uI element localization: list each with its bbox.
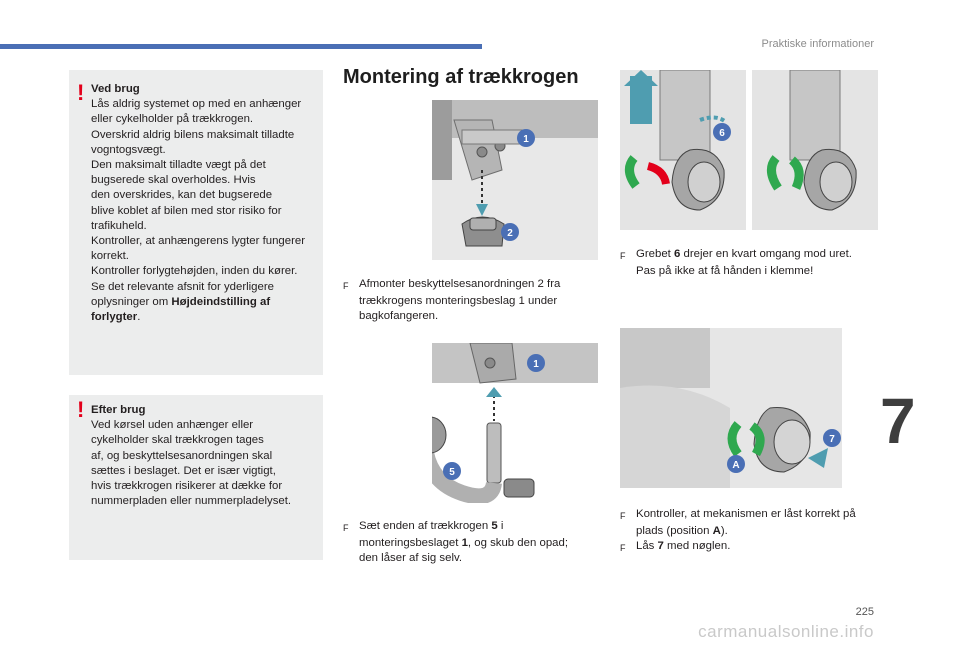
warning-line: hvis trækkrogen risikerer at dække for [91, 480, 283, 493]
step-text: Afmonter beskyttelsesanordningen 2 fra [359, 278, 561, 290]
warning-line: Overskrid aldrig bilens maksimalt tillad… [91, 128, 295, 141]
callout-label: 5 [449, 467, 455, 478]
step-text: Kontroller, at mekanismen er låst korrek… [636, 508, 856, 520]
callout-1 [527, 354, 545, 372]
step-text: monteringsbeslaget [359, 537, 462, 550]
warning-box-after-use: ! Efter brug Ved kørsel uden anhænger el… [69, 395, 323, 560]
step-rotate-lever: F Grebet 6 drejer en kvart omgang mod ure… [620, 247, 878, 279]
callout-6 [713, 123, 731, 141]
cross-reference-link[interactable]: Højdeindstilling af [171, 295, 271, 308]
warning-line: den overskrides, kan det bugserede [91, 189, 273, 202]
warning-line: Kontroller forlygtehøjden, inden du køre… [91, 265, 298, 278]
figure-lock-key: 7 A [620, 328, 842, 488]
callout-label: A [732, 460, 739, 471]
bullet-icon: F [620, 543, 626, 554]
step-text: med nøglen. [663, 540, 731, 553]
callout-label: 1 [523, 134, 529, 145]
warning-line: sættes i beslaget. Det er især vigtigt, [91, 464, 276, 477]
step-ref: 5 [491, 520, 498, 532]
warning-line: af, og beskyttelsesanordningen skal [91, 449, 273, 462]
cross-reference-link[interactable]: forlygter [91, 311, 138, 324]
figure-remove-cap: 1 2 [432, 100, 598, 260]
step-text: Sæt enden af trækkrogen [359, 520, 492, 532]
callout-label: 1 [533, 359, 539, 370]
step-text: Pas på ikke at få hånden i klemme! [636, 265, 814, 278]
warning-line: nummerpladen eller nummerpladelyset. [91, 495, 292, 508]
warning-line: trafikuheld. [91, 219, 147, 232]
warning-title: Efter brug [91, 404, 146, 416]
step-ref: 7 [657, 540, 664, 553]
step-ref: 1 [461, 537, 468, 550]
step-text: Grebet [636, 248, 674, 260]
warning-line: Kontroller, at anhængerens lygter funger… [91, 235, 306, 248]
callout-7 [823, 429, 841, 447]
warning-line: Se det relevante afsnit for yderligere [91, 280, 274, 293]
warning-text: oplysninger om [91, 295, 169, 308]
step-text: , og skub den opad; [467, 537, 568, 550]
warning-line: Den maksimalt tilladte vægt på det [91, 159, 266, 172]
warning-line: forlygter. [91, 310, 317, 325]
warning-line: Ved kørsel uden anhænger eller [91, 419, 254, 432]
step-text: drejer en kvart omgang mod uret. [680, 248, 852, 260]
callout-2 [501, 223, 519, 241]
warning-box-usage: ! Ved brug Lås aldrig systemet op med en… [69, 70, 323, 375]
callout-5 [443, 462, 461, 480]
bullet-icon: F [620, 251, 626, 261]
callout-A [727, 455, 745, 473]
bullet-icon: F [343, 281, 349, 291]
warning-line: oplysninger om Højdeindstilling af [91, 295, 317, 310]
callout-label: 7 [829, 434, 835, 445]
warning-line: blive koblet af bilen med stor risiko fo… [91, 204, 282, 217]
bullet-icon: F [620, 511, 626, 521]
warning-line: bugserede skal overholdes. Hvis [91, 174, 256, 187]
step-ref: 6 [674, 248, 681, 260]
step-text: bagkofangeren. [359, 310, 439, 323]
running-head: Praktiske informationer [761, 38, 875, 50]
bullet-icon: F [343, 523, 349, 533]
section-title: Montering af trækkrogen [343, 66, 579, 88]
step-check-lock: F Kontroller, at mekanismen er låst korre… [620, 507, 878, 557]
callout-label: 2 [507, 228, 513, 239]
callout-label: 6 [719, 128, 725, 139]
callout-1 [517, 129, 535, 147]
figure-rotate-lever: 6 [620, 70, 878, 230]
step-text: trækkrogens monteringsbeslag 1 under [359, 295, 558, 308]
warning-icon: ! [77, 80, 85, 105]
step-text: den låser af sig selv. [359, 552, 462, 565]
warning-line: korrekt. [91, 250, 129, 263]
warning-line: eller cykelholder på trækkrogen. [91, 113, 254, 126]
page-number: 225 [855, 606, 874, 618]
step-text: plads (position [636, 525, 713, 538]
warning-line: cykelholder skal trækkrogen tages [91, 434, 264, 447]
step-ref: A [712, 525, 721, 538]
step-text: ). [720, 525, 728, 538]
chapter-number: 7 [880, 385, 916, 457]
watermark: carmanualsonline.info [698, 622, 874, 641]
step-text: Lås [636, 540, 658, 553]
warning-line: Lås aldrig systemet op med en anhænger [91, 98, 302, 111]
warning-icon: ! [77, 397, 85, 422]
warning-line: vogntogsvægt. [91, 143, 166, 156]
step-text: i [497, 520, 504, 532]
header-bar [0, 44, 482, 49]
warning-text: . [137, 311, 141, 324]
step-insert-towbar: F Sæt enden af trækkrogen 5 i monteringsb… [343, 519, 603, 567]
warning-title: Ved brug [91, 83, 140, 95]
figure-insert-towbar: 1 5 [432, 343, 598, 503]
